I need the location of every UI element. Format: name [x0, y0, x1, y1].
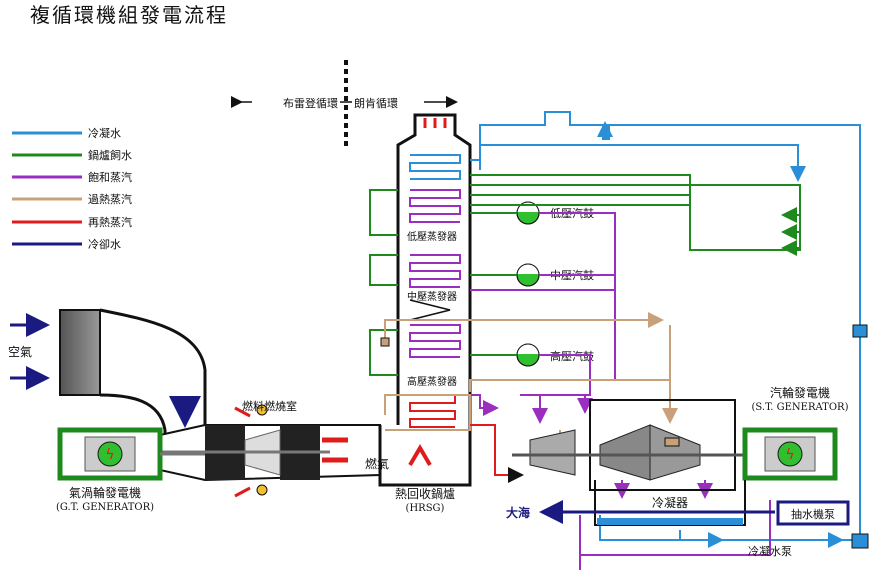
steam-valve: [380, 337, 390, 347]
gt-generator-label-en: (G.T. GENERATOR): [56, 502, 154, 513]
sea-label: 大海: [506, 505, 530, 520]
legend-condensate: 冷凝水: [88, 126, 121, 140]
condensate-valve: [852, 324, 868, 338]
hrsg-label-en: (HRSG): [406, 503, 445, 514]
condensate-pump-icon: [851, 533, 869, 549]
condenser: 冷凝器: [594, 480, 746, 526]
st-generator-symbol-icon: ϟ: [785, 447, 794, 463]
legend-reheat-steam: 再熱蒸汽: [88, 215, 132, 229]
hrsg: 熱回收鍋爐 (HRSG) 低壓蒸發器 中壓蒸發器 高壓蒸發器: [378, 113, 472, 514]
legend-cooling-water: 冷卻水: [88, 238, 121, 251]
saturated-steam-lines: [470, 212, 771, 570]
lp-evaporator-label: 低壓蒸發器: [407, 230, 457, 243]
feedwater-lines: [369, 174, 801, 376]
gt-generator: ϟ 氣渦輪發電機 (G.T. GENERATOR): [56, 427, 205, 513]
reheat-steam-lines: [470, 424, 524, 483]
air-intake: 空氣: [8, 308, 207, 435]
superheated-steam-lines: [384, 312, 678, 455]
cooling-water: 抽水機泵 大海 冷凝水泵: [506, 500, 850, 558]
condensate-pump-label: 冷凝水泵: [748, 544, 792, 558]
st-generator-label: 汽輪發電機: [770, 385, 830, 400]
legend-feedwater: 鍋爐飼水: [88, 148, 132, 162]
hp-evaporator-label: 高壓蒸發器: [407, 375, 457, 388]
steam-turbine: 汽輪發電機 (S.T. GENERATOR) ϟ: [512, 385, 849, 491]
generator-symbol-icon: ϟ: [105, 447, 114, 463]
st-generator-label-en: (S.T. GENERATOR): [752, 402, 849, 413]
rankine-cycle-label: 朗肯循環: [354, 97, 398, 110]
cycle-axis: 布雷登循環 朗肯循環: [231, 60, 458, 150]
condenser-label: 冷凝器: [652, 495, 688, 510]
air-label: 空氣: [8, 345, 32, 359]
hrsg-label: 熱回收鍋爐: [395, 486, 455, 501]
page-title: 複循環機組發電流程: [30, 3, 228, 27]
gas-turbine: 燃料燃燒室 燃氣: [140, 399, 389, 498]
steam-drums: 低壓汽鼓 中壓汽鼓 高壓汽鼓: [516, 201, 594, 367]
gt-generator-label: 氣渦輪發電機: [69, 485, 141, 500]
cooling-pump-label: 抽水機泵: [791, 507, 835, 521]
gas-label: 燃氣: [365, 456, 389, 471]
legend: 冷凝水 鍋爐飼水 飽和蒸汽 過熱蒸汽 再熱蒸汽 冷卻水: [12, 126, 132, 251]
ip-evaporator-label: 中壓蒸發器: [407, 290, 457, 303]
combustor-label: 燃料燃燒室: [242, 399, 297, 413]
legend-saturated-steam: 飽和蒸汽: [88, 170, 132, 184]
brayton-cycle-label: 布雷登循環: [283, 96, 338, 110]
legend-superheated-steam: 過熱蒸汽: [88, 192, 132, 206]
